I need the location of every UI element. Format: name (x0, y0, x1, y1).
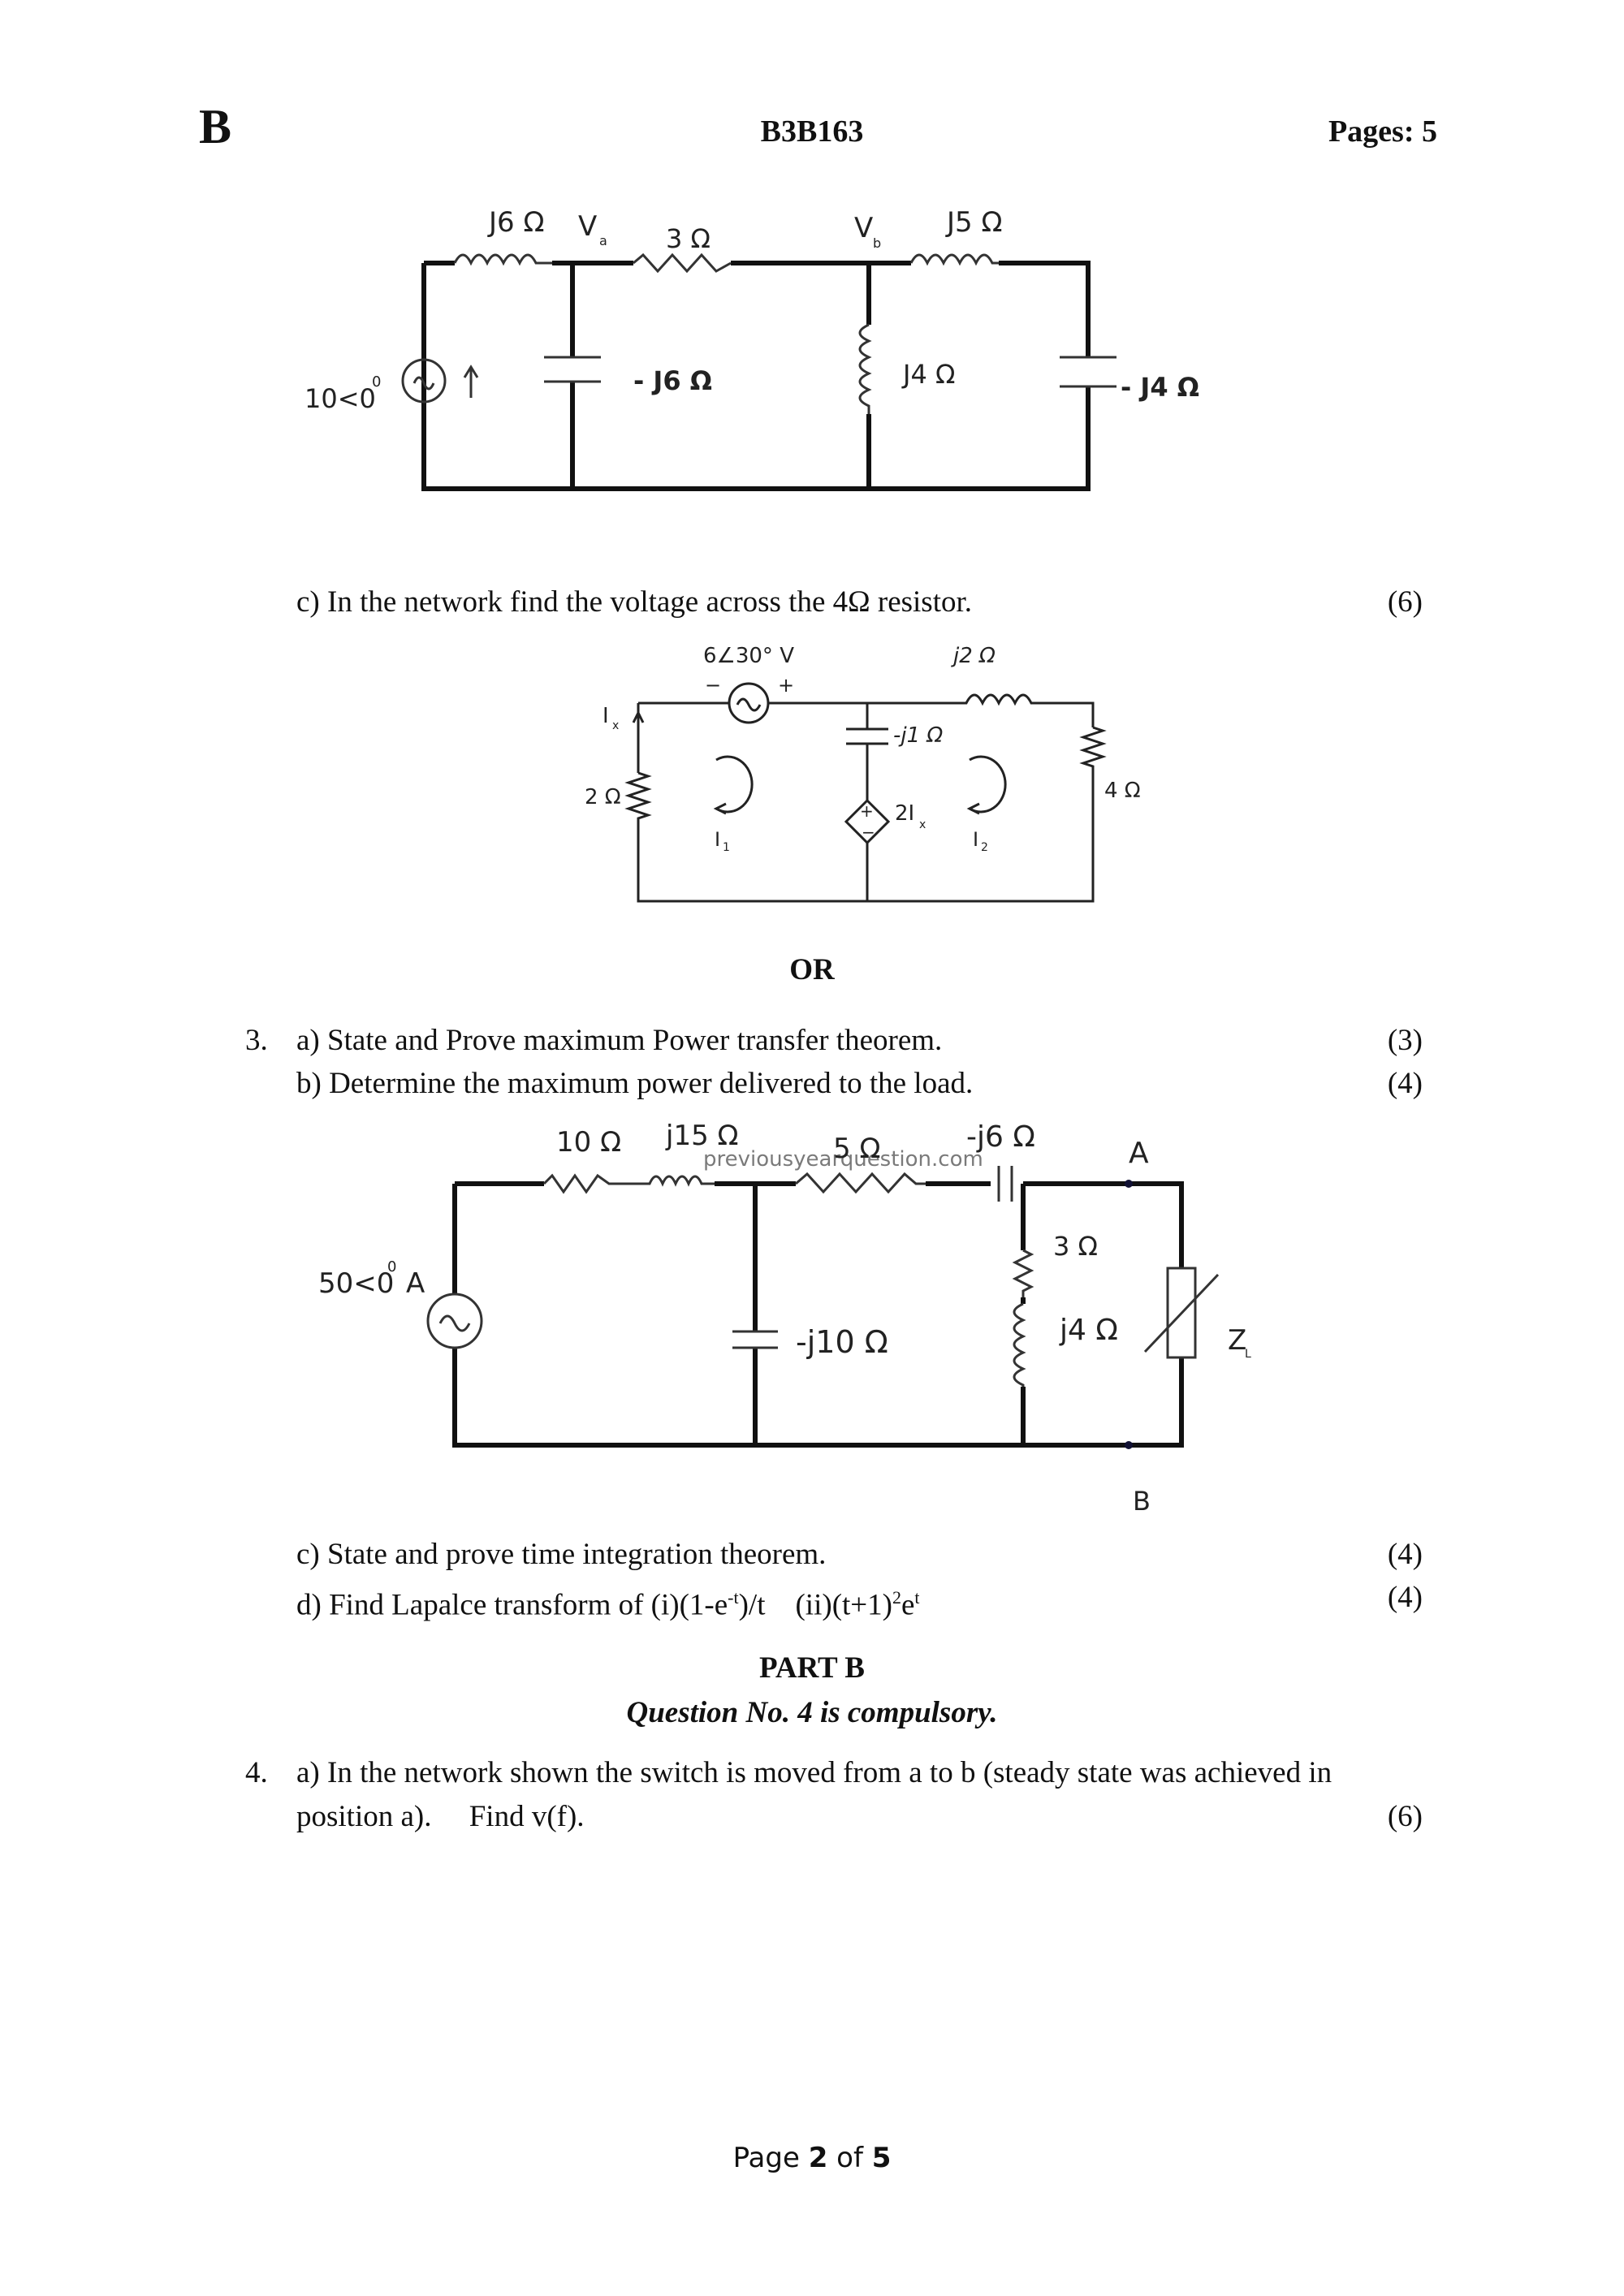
part-b-subtitle: Question No. 4 is compulsory. (626, 1696, 998, 1729)
svg-text:2: 2 (981, 841, 988, 854)
svg-text:+: + (778, 674, 794, 697)
svg-text:10 Ω: 10 Ω (556, 1126, 621, 1159)
svg-text:3 Ω: 3 Ω (666, 223, 710, 254)
svg-text:50<0: 50<0 (318, 1267, 394, 1300)
question-3d: d) Find Lapalce transform of (i)(1-e-t)/… (296, 1587, 920, 1622)
svg-text:−: − (705, 674, 721, 697)
section-letter: B (199, 100, 232, 153)
svg-text:−: − (862, 822, 875, 842)
svg-text:x: x (612, 719, 619, 732)
svg-text:0: 0 (387, 1258, 396, 1275)
ac-source-icon (401, 358, 447, 404)
svg-text:J4 Ω: J4 Ω (901, 359, 955, 390)
svg-text:+: + (860, 801, 874, 821)
resistor-2 (624, 771, 652, 825)
svg-text:0: 0 (372, 373, 381, 391)
svg-text:A: A (406, 1267, 425, 1300)
svg-text:j2 Ω: j2 Ω (951, 644, 996, 668)
svg-text:V: V (854, 212, 873, 244)
or-divider: OR (789, 953, 835, 986)
svg-text:4 Ω: 4 Ω (1104, 779, 1141, 803)
svg-text:2I: 2I (895, 801, 914, 826)
svg-text:10<0: 10<0 (304, 383, 376, 414)
ac-source-icon (426, 1293, 483, 1349)
svg-text:- J6 Ω: - J6 Ω (633, 365, 712, 396)
inductor-j4 (858, 323, 872, 414)
circuit-diagram-3: previousyearquestion.com 10 Ω j15 Ω 5 Ω … (318, 1120, 1251, 1517)
svg-text:b: b (873, 235, 881, 251)
svg-text:V: V (578, 210, 597, 243)
svg-text:6∠30° V: 6∠30° V (703, 644, 794, 668)
marks-3c: (4) (1387, 1538, 1423, 1571)
svg-text:J5 Ω: J5 Ω (945, 206, 1002, 239)
load-impedance (1166, 1267, 1197, 1359)
question-4-number: 4. (245, 1756, 268, 1789)
inductor-j5 (909, 253, 999, 266)
dependent-source-icon (844, 798, 891, 845)
svg-text:1: 1 (723, 841, 730, 854)
svg-text:I: I (603, 704, 609, 728)
question-3a: a) State and Prove maximum Power transfe… (296, 1024, 943, 1057)
question-3b: b) Determine the maximum power delivered… (296, 1067, 974, 1100)
svg-text:a: a (599, 233, 607, 248)
part-b-title: PART B (759, 1651, 865, 1685)
svg-text:I: I (715, 828, 720, 851)
svg-text:previousyearquestion.com: previousyearquestion.com (703, 1147, 983, 1172)
question-4a-line2: position a). Find v(f). (296, 1800, 585, 1833)
svg-text:-j6 Ω: -j6 Ω (966, 1120, 1035, 1154)
marks-3d: (4) (1387, 1581, 1423, 1614)
circuit-diagram-1: J6 Ω V a 3 Ω V b J5 Ω 10<0 0 - J6 Ω J4 Ω… (304, 206, 1199, 491)
page-count: Pages: 5 (1328, 114, 1437, 149)
svg-text:- J4 Ω: - J4 Ω (1121, 372, 1199, 403)
label-j6: J6 Ω (487, 206, 544, 239)
svg-text:5 Ω: 5 Ω (833, 1133, 880, 1165)
svg-text:B: B (1133, 1486, 1151, 1517)
svg-text:2 Ω: 2 Ω (585, 785, 621, 809)
circuit-diagram-2: + − 6∠30° V j2 Ω -j1 Ω I x 2 Ω 2I x I 1 … (585, 644, 1141, 903)
ac-source-icon (728, 682, 770, 724)
svg-text:L: L (1245, 1348, 1251, 1361)
arrow-up-icon (463, 365, 479, 398)
page-footer: Page 2 of 5 (732, 2142, 892, 2174)
resistor-3 (633, 252, 732, 274)
svg-text:j15 Ω: j15 Ω (665, 1120, 739, 1152)
inductor-j6 (453, 253, 552, 266)
marks-4a: (6) (1387, 1800, 1423, 1833)
svg-text:j4 Ω: j4 Ω (1059, 1314, 1118, 1347)
svg-text:I: I (973, 828, 978, 851)
marks-2c: (6) (1387, 585, 1423, 619)
question-2c: c) In the network find the voltage acros… (296, 585, 973, 619)
resistor-4 (1079, 726, 1107, 771)
svg-text:-j1 Ω: -j1 Ω (893, 723, 943, 748)
svg-text:3 Ω: 3 Ω (1053, 1231, 1098, 1262)
question-4a-line1: a) In the network shown the switch is mo… (296, 1756, 1332, 1789)
marks-3a: (3) (1387, 1024, 1423, 1057)
question-3-number: 3. (245, 1024, 268, 1057)
paper-code: B3B163 (760, 114, 864, 149)
svg-text:-j10 Ω: -j10 Ω (796, 1324, 888, 1360)
question-3c: c) State and prove time integration theo… (296, 1538, 827, 1571)
svg-text:x: x (919, 818, 926, 831)
svg-text:A: A (1129, 1137, 1149, 1170)
svg-text:Z: Z (1228, 1324, 1246, 1357)
marks-3b: (4) (1387, 1067, 1423, 1100)
